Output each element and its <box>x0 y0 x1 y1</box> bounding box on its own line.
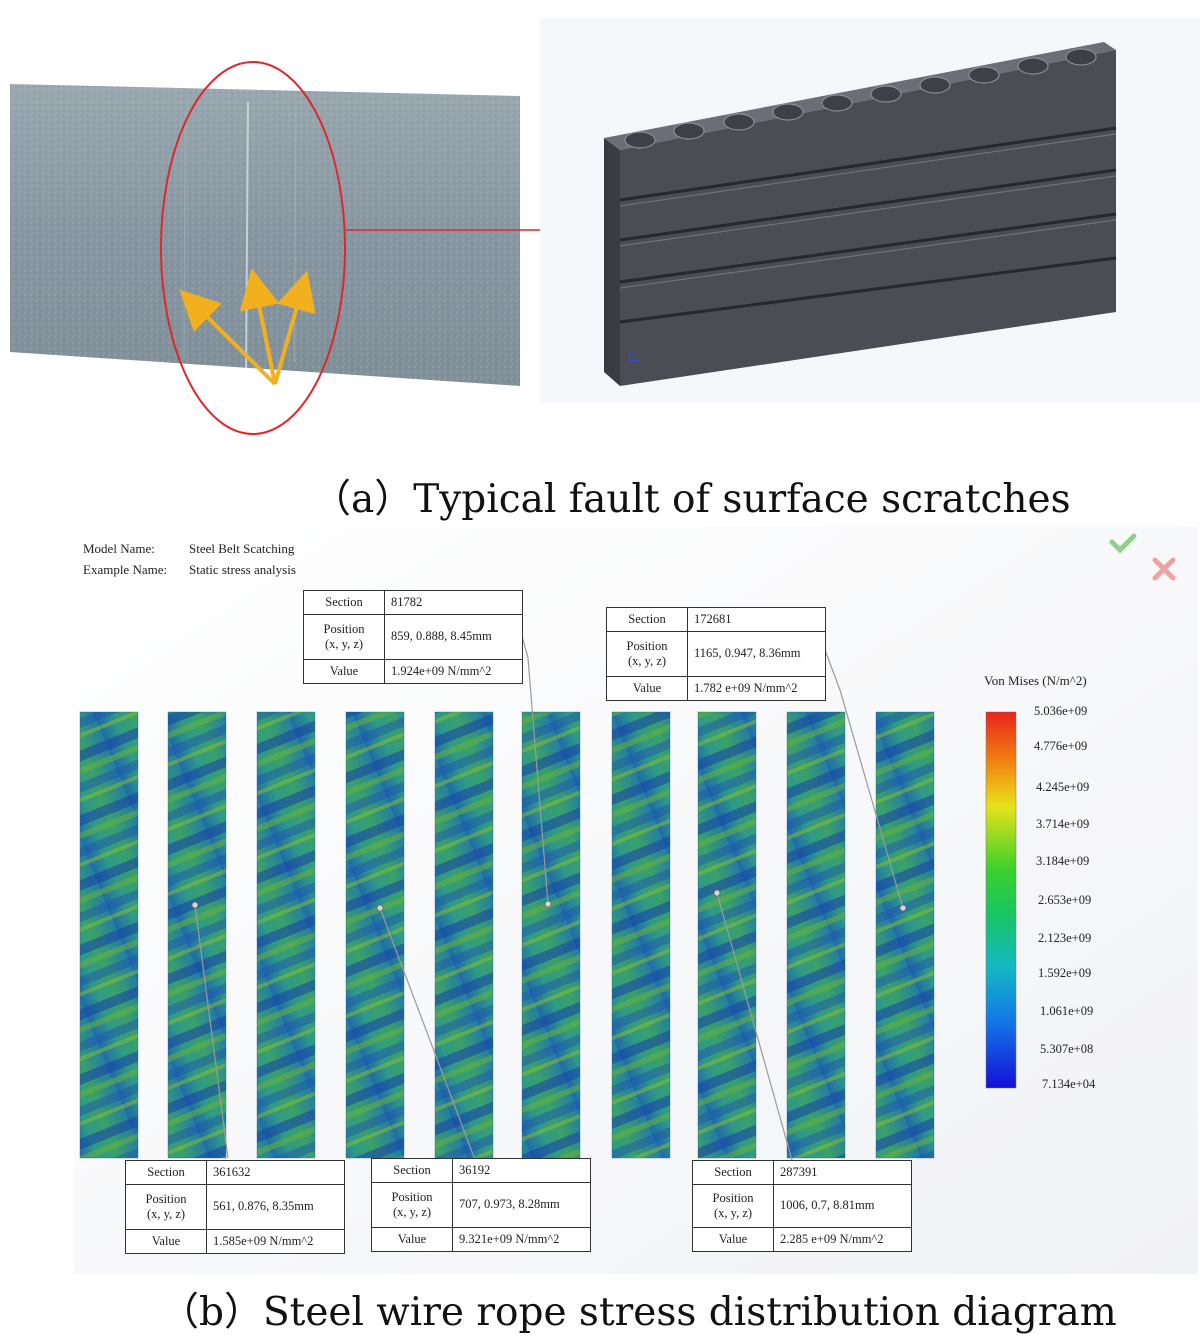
rope-strand-outline <box>167 711 227 1159</box>
rope-strand-outline <box>697 711 757 1159</box>
value-label: Value <box>371 1226 453 1253</box>
rope-strand <box>80 712 138 1158</box>
xyz-label: (x, y, z) <box>713 1205 753 1220</box>
section-value: 172681 <box>687 606 826 633</box>
xyz-label: (x, y, z) <box>627 653 667 668</box>
colorbar-tick: 3.714e+09 <box>1036 817 1090 831</box>
rope-strand <box>522 712 580 1158</box>
colorbar-tick: 1.061e+09 <box>1040 1004 1094 1018</box>
position-label: Position <box>391 1189 433 1204</box>
position-label: Position <box>145 1191 187 1206</box>
colorbar-tick: 5.307e+08 <box>1040 1042 1094 1056</box>
colorbar-tick: 3.184e+09 <box>1036 854 1090 868</box>
model-name-label: Model Name: <box>83 541 155 556</box>
section-label: Section <box>692 1160 774 1185</box>
caption-a: （a）Typical fault of surface scratches <box>312 477 1071 522</box>
example-name-label: Example Name: <box>83 562 168 577</box>
position-label: Position <box>323 621 365 636</box>
stress-value: 1.924e+09 N/mm^2 <box>384 658 523 685</box>
rope-strand <box>346 712 404 1158</box>
colorbar-tick: 7.134e+04 <box>1042 1077 1096 1091</box>
probe-leader-lines <box>194 635 904 1161</box>
colorbar-tick: 4.245e+09 <box>1036 780 1090 794</box>
position-value: 1165, 0.947, 8.36mm <box>687 631 826 677</box>
rope-strand <box>787 712 845 1158</box>
scratch-highlight-ellipse <box>160 61 346 435</box>
section-label: Section <box>125 1159 207 1186</box>
colorbar <box>985 711 1017 1089</box>
position-value: 859, 0.888, 8.45mm <box>384 614 523 660</box>
rope-strand <box>698 712 756 1158</box>
rope-strand-outline <box>256 711 316 1159</box>
section-value: 287391 <box>773 1160 912 1185</box>
rope-strand <box>876 712 934 1158</box>
colorbar-tick: 4.776e+09 <box>1034 739 1088 753</box>
value-label: Value <box>606 675 688 702</box>
stress-value: 9.321e+09 N/mm^2 <box>452 1226 591 1253</box>
value-label: Value <box>692 1227 774 1252</box>
scratched-belt-photo <box>10 84 520 386</box>
section-value: 361632 <box>206 1159 345 1186</box>
section-label: Section <box>371 1157 453 1184</box>
rope-strand-outline <box>611 711 671 1159</box>
rope-strand-outline <box>79 711 139 1159</box>
section-value: 36192 <box>452 1157 591 1184</box>
xyz-label: (x, y, z) <box>324 636 364 651</box>
section-label: Section <box>303 589 385 616</box>
xyz-label: (x, y, z) <box>146 1206 186 1221</box>
colorbar-tick: 2.653e+09 <box>1038 893 1092 907</box>
xyz-label: (x, y, z) <box>392 1204 432 1219</box>
position-label: Position <box>712 1190 754 1205</box>
colorbar-tick: 1.592e+09 <box>1038 966 1092 980</box>
value-label: Value <box>125 1228 207 1255</box>
section-label: Section <box>606 606 688 633</box>
model-name-value: Steel Belt Scatching <box>189 541 295 556</box>
rope-strand <box>257 712 315 1158</box>
colorbar-tick: 2.123e+09 <box>1038 931 1092 945</box>
scratch-indicator-arrows <box>179 268 316 386</box>
colorbar-title: Von Mises (N/m^2) <box>984 673 1087 688</box>
probe-markers <box>191 889 907 912</box>
close-icon <box>1152 557 1176 581</box>
position-value: 707, 0.973, 8.28mm <box>452 1182 591 1228</box>
example-name-value: Static stress analysis <box>189 562 296 577</box>
rope-strand <box>435 712 493 1158</box>
colorbar-tick: 5.036e+09 <box>1034 704 1088 718</box>
rope-strands <box>79 711 935 1159</box>
rope-strand-outline <box>875 711 935 1159</box>
stress-value: 1.585e+09 N/mm^2 <box>206 1228 345 1255</box>
value-label: Value <box>303 658 385 685</box>
section-value: 81782 <box>384 589 523 616</box>
position-value: 561, 0.876, 8.35mm <box>206 1184 345 1230</box>
position-value: 1006, 0.7, 8.81mm <box>773 1183 912 1229</box>
caption-b: （b）Steel wire rope stress distribution d… <box>160 1290 1117 1335</box>
rope-strand-outline <box>786 711 846 1159</box>
check-icon <box>1109 533 1137 554</box>
rope-strand <box>612 712 670 1158</box>
stress-value: 2.285 e+09 N/mm^2 <box>773 1227 912 1252</box>
belt-3d-model <box>540 18 1200 403</box>
rope-strand <box>168 712 226 1158</box>
position-label: Position <box>626 638 668 653</box>
stress-value: 1.782 e+09 N/mm^2 <box>687 675 826 702</box>
model-info: Model Name: Steel Belt Scatching Example … <box>83 541 296 583</box>
